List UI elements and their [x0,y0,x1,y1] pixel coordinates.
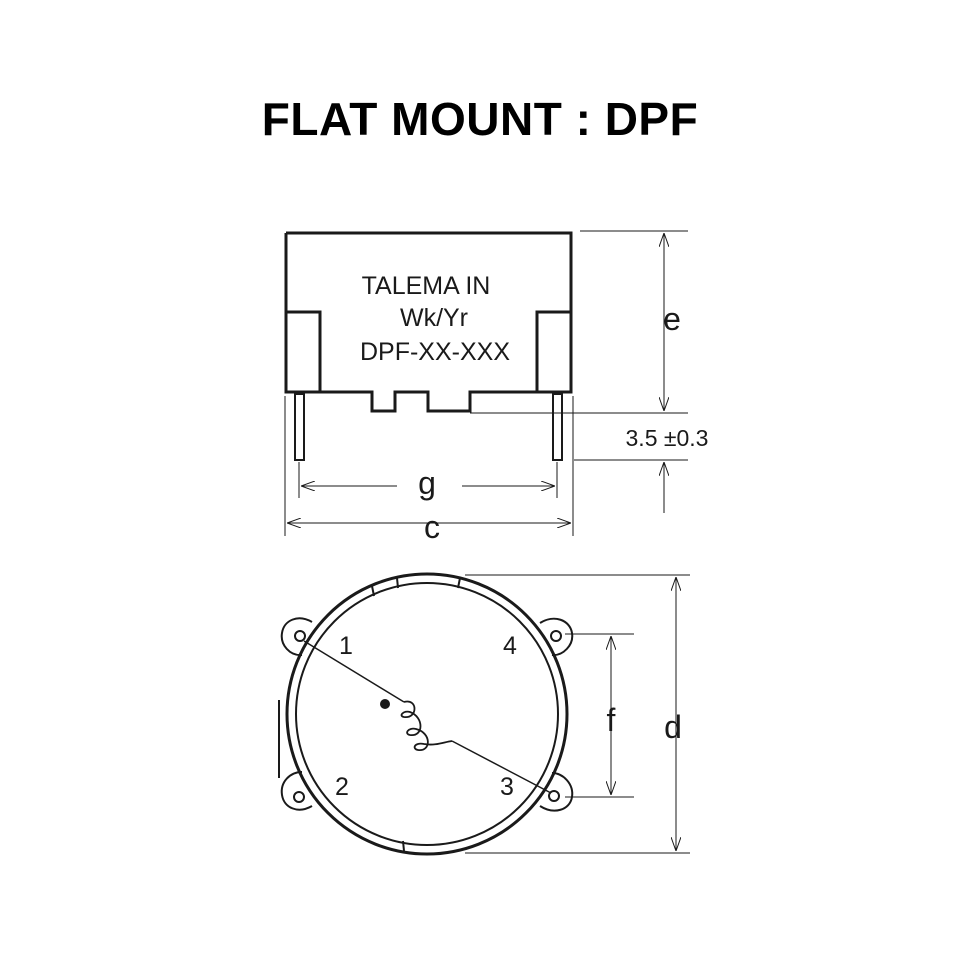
case-notch-1 [371,585,375,597]
top-view: 1 2 3 4 f d [278,572,690,856]
mounting-tab-bottom-left [280,771,313,811]
diagram-title: FLAT MOUNT : DPF [261,93,699,145]
pin-hole-3 [548,790,560,802]
case-inner-circle [295,582,559,846]
marking-line-2: Wk/Yr [400,304,468,332]
case-notch-3 [457,577,461,589]
dimension-d-label: d [664,709,682,745]
right-lead [552,393,563,461]
marking-line-1: TALEMA IN [362,272,491,300]
dimension-e-label: e [663,301,681,337]
left-lead [294,393,305,461]
pin-label-3: 3 [500,773,514,801]
case-notch-4 [402,840,405,852]
marking-line-3: DPF-XX-XXX [360,338,510,366]
pin-label-4: 4 [503,632,517,660]
pin-hole-4 [550,630,562,642]
mounting-tab-top-left [280,617,313,657]
mounting-tab-top-right [539,617,574,657]
dimension-f-label: f [607,702,616,738]
inductor-coil-symbol [400,700,453,751]
winding-lead-in [303,640,405,703]
front-view: TALEMA IN Wk/Yr DPF-XX-XXX e 3.5 ±0.3 g … [284,230,709,545]
pin-label-2: 2 [335,773,349,801]
dimension-g-label: g [418,465,436,501]
pin-hole-1 [294,630,306,642]
component-body-outline [284,231,573,413]
polarity-dot [380,699,390,709]
dimension-lead-label: 3.5 ±0.3 [626,425,709,451]
pin-hole-2 [293,791,305,803]
winding-lead-out [451,740,552,794]
pin-label-1: 1 [339,632,353,660]
dimension-c-label: c [424,509,440,545]
case-outer-circle [285,572,569,856]
case-notch-2 [396,577,399,589]
